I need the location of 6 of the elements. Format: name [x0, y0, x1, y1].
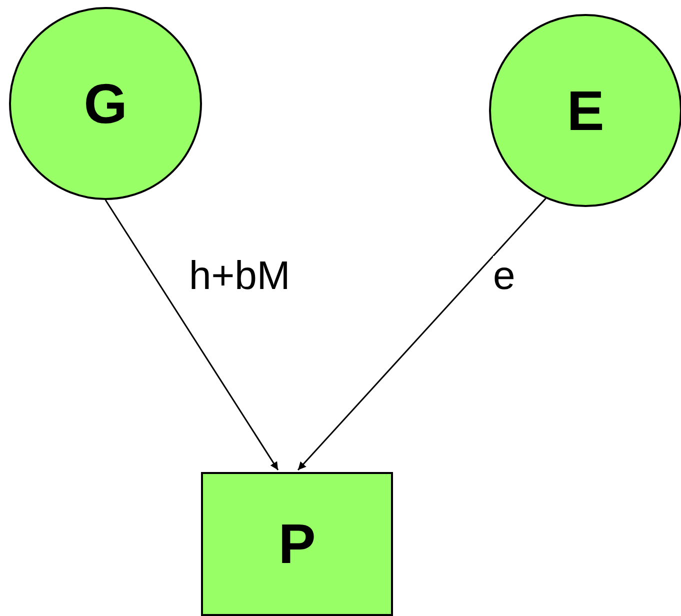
arrow [104, 200, 279, 470]
node-label: P [278, 516, 316, 572]
node-label: G [84, 76, 128, 132]
arrow [297, 198, 546, 470]
node-label: E [566, 82, 604, 138]
process-box [201, 472, 393, 616]
